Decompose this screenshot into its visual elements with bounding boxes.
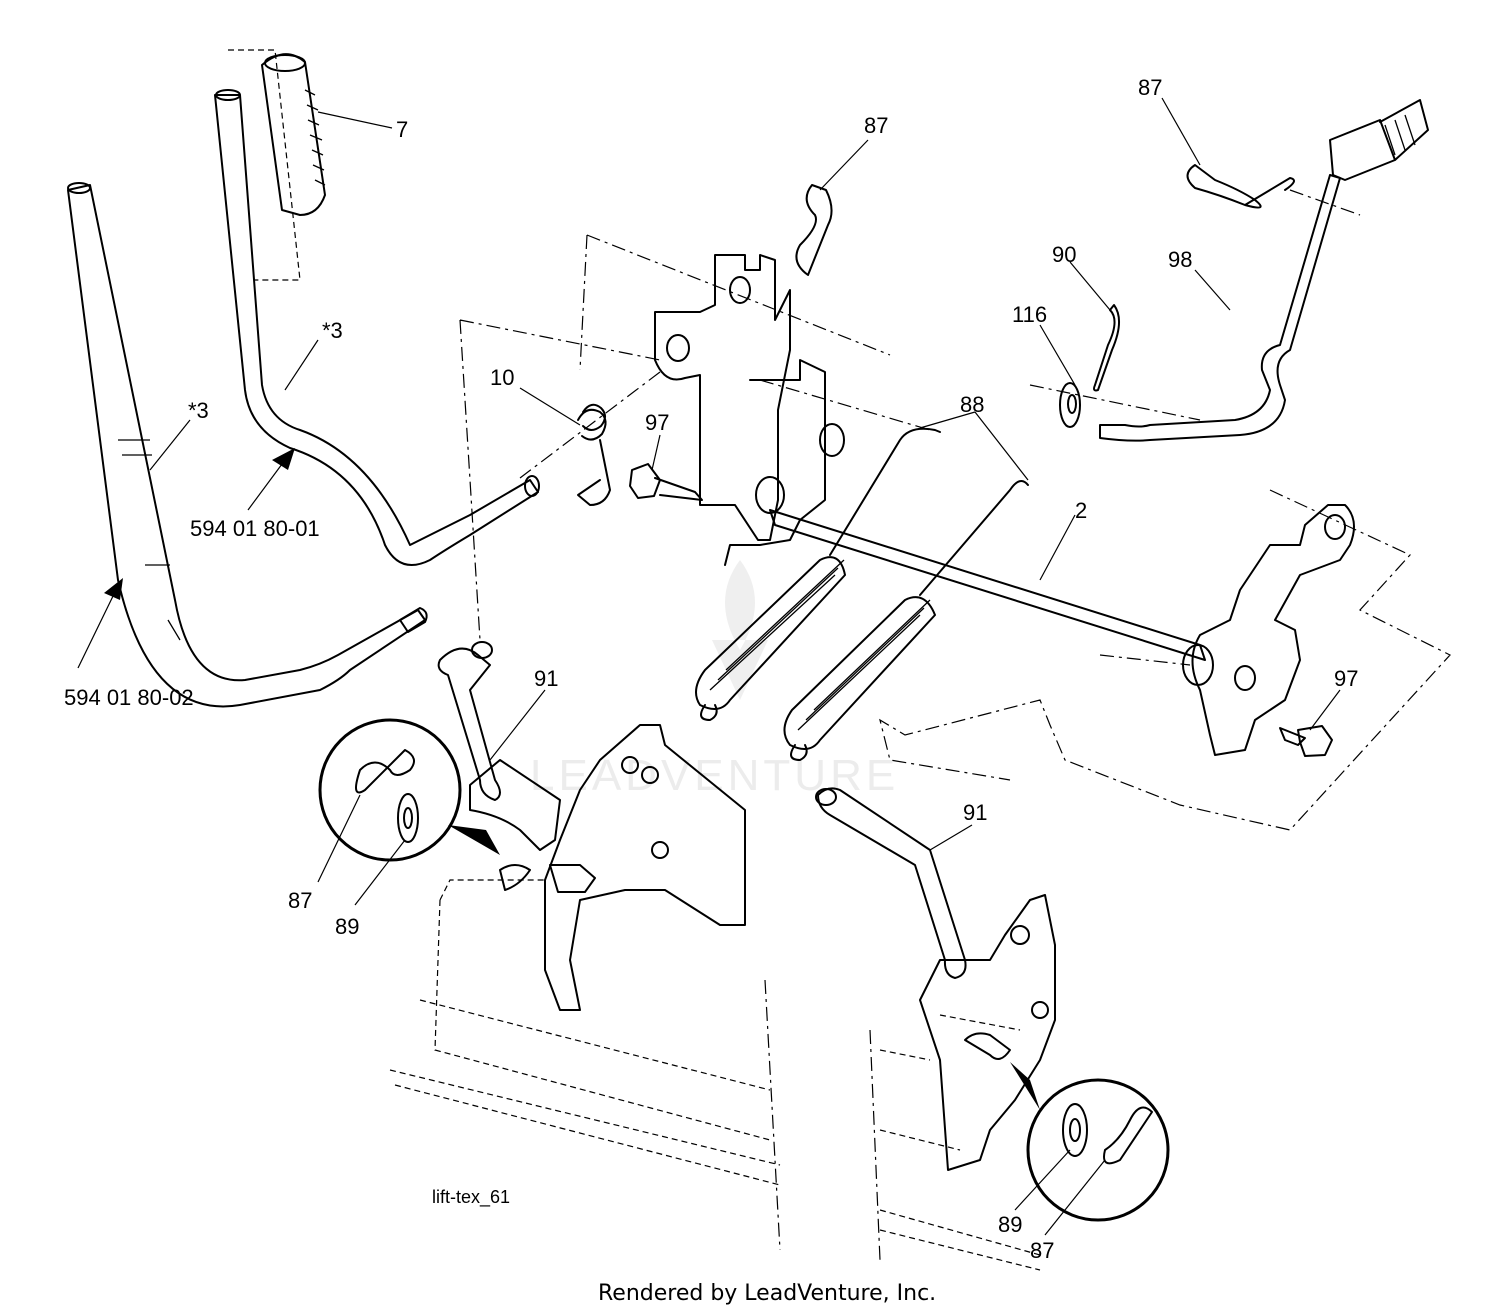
callout-grip-7: 7 — [396, 117, 408, 142]
rod-98 — [1099, 99, 1429, 442]
part-number-594-01-80-02: 594 01 80-02 — [64, 685, 194, 710]
washer-116 — [1059, 382, 1081, 428]
bracket-lower-right — [919, 894, 1056, 1171]
bolt-97-top — [629, 463, 703, 501]
callout-washer-89-inset-right: 89 — [998, 1212, 1022, 1237]
clip-87-right — [1186, 164, 1295, 209]
part-number-594-01-80-01: 594 01 80-01 — [190, 516, 320, 541]
callout-clip-87-right: 87 — [1138, 75, 1162, 100]
callout-springs-88: 88 — [960, 392, 984, 417]
bracket-right — [1182, 504, 1355, 756]
spring-88-right — [783, 480, 1029, 761]
callout-washer-116: 116 — [1012, 302, 1047, 327]
callout-lever-3-a: *3 — [322, 318, 343, 343]
bracket-lower-left — [544, 724, 746, 1011]
callout-link-91-left: 91 — [534, 666, 558, 691]
shaft-2 — [769, 509, 1206, 661]
callout-bolt-97-right: 97 — [1334, 666, 1358, 691]
callout-rod-98: 98 — [1168, 247, 1192, 272]
callout-clip-87-top: 87 — [864, 113, 888, 138]
leader-lines — [149, 97, 1341, 1236]
callout-clip-87-inset-right: 87 — [1030, 1238, 1054, 1263]
lever-594-01-80-01 — [214, 89, 540, 566]
callout-lever-3-b: *3 — [188, 398, 209, 423]
lever-594-01-80-02 — [67, 182, 428, 708]
arrow-594-01-80-02 — [77, 578, 123, 669]
link-91-right — [815, 787, 967, 979]
callout-bolt-97-top: 97 — [645, 410, 669, 435]
lower-frame — [389, 879, 1041, 1271]
construction-lines — [459, 189, 1451, 831]
arrow-594-01-80-01 — [247, 448, 295, 511]
link-91-left — [437, 641, 561, 851]
torsion-spring-10 — [577, 403, 611, 506]
callout-link-91-right: 91 — [963, 800, 987, 825]
callout-labels: 7 *3 *3 10 97 87 87 90 116 98 88 2 97 91… — [64, 75, 1358, 1263]
drawing-id: lift-tex_61 — [432, 1187, 510, 1208]
clip-87-top — [795, 184, 833, 276]
callout-washer-89-inset-left: 89 — [335, 914, 359, 939]
spring-88-left — [695, 427, 941, 721]
grip-7 — [228, 49, 326, 281]
watermark: LEADVENTURE — [530, 560, 895, 800]
callout-pin-90: 90 — [1052, 242, 1076, 267]
bracket-top — [654, 254, 845, 566]
footer-credit: Rendered by LeadVenture, Inc. — [598, 1281, 936, 1306]
pin-90 — [1093, 304, 1120, 392]
inset-right — [1010, 1062, 1170, 1222]
callout-clip-87-inset-left: 87 — [288, 888, 312, 913]
bolt-97-right — [1279, 725, 1333, 757]
callout-shaft-2: 2 — [1075, 498, 1087, 523]
inset-left — [318, 718, 531, 891]
callout-spring-10: 10 — [490, 365, 514, 390]
